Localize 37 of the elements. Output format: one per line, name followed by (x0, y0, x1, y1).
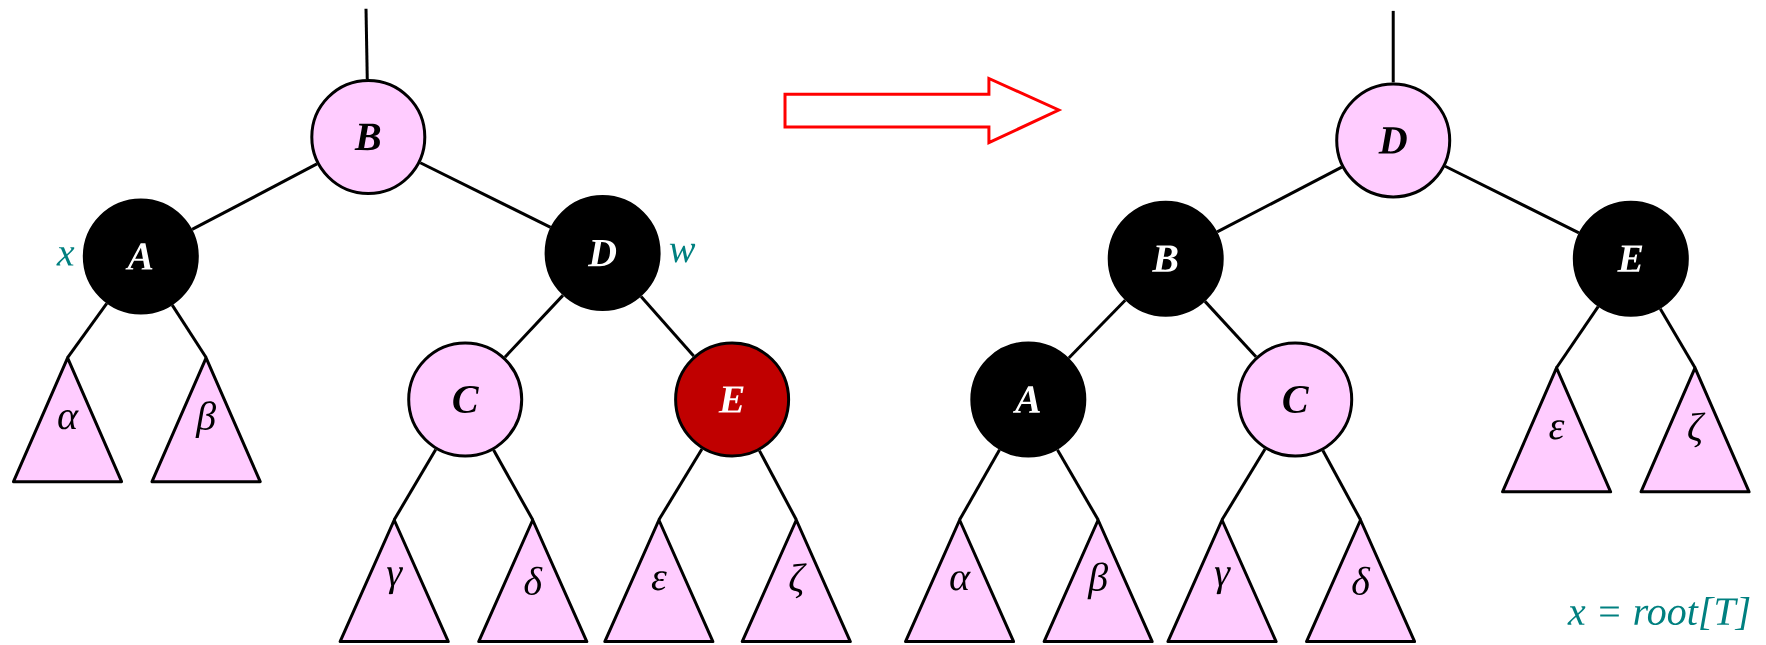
subtree-triangle: γ (338, 518, 450, 644)
subtree-triangle: δ (1305, 518, 1417, 644)
tree-edge (191, 162, 318, 231)
tree-edge (66, 302, 108, 359)
tree-edge (392, 448, 438, 521)
tree-edge (364, 8, 369, 80)
subtree-triangle: β (150, 356, 262, 484)
subtree-triangle: ζ (1639, 366, 1751, 494)
tree-edge (758, 449, 798, 521)
tree-edge (1321, 449, 1362, 521)
subtree-triangle: ε (603, 518, 715, 644)
tree-edge (171, 304, 208, 359)
tree-edge (1444, 164, 1580, 235)
tree-edge (1555, 305, 1600, 369)
subtree-triangle: δ (477, 518, 589, 644)
variable-label: w (669, 243, 696, 263)
equation-label: x = root[T] (1567, 596, 1750, 631)
tree-edge (1216, 165, 1343, 234)
tree-edge (639, 295, 695, 358)
tree-edge (958, 449, 1001, 521)
subtree-triangle: α (12, 356, 124, 484)
subtree-triangle: β (1042, 518, 1154, 644)
subtree-triangle: ζ (740, 518, 852, 644)
tree-edge (492, 449, 534, 521)
subtree-triangle: ε (1501, 366, 1613, 494)
subtree-triangle: α (904, 518, 1016, 644)
tree-edge (1220, 448, 1267, 521)
tree-edge (1391, 10, 1395, 83)
variable-label: x (56, 247, 75, 266)
tree-edge (503, 294, 564, 359)
tree-edge (1067, 299, 1127, 360)
tree-edge (1658, 307, 1697, 369)
tree-edge (1203, 300, 1258, 358)
tree-edge (1056, 448, 1100, 521)
subtree-triangle: γ (1166, 518, 1278, 644)
tree-edge (419, 161, 552, 229)
tree-edge (657, 448, 704, 521)
